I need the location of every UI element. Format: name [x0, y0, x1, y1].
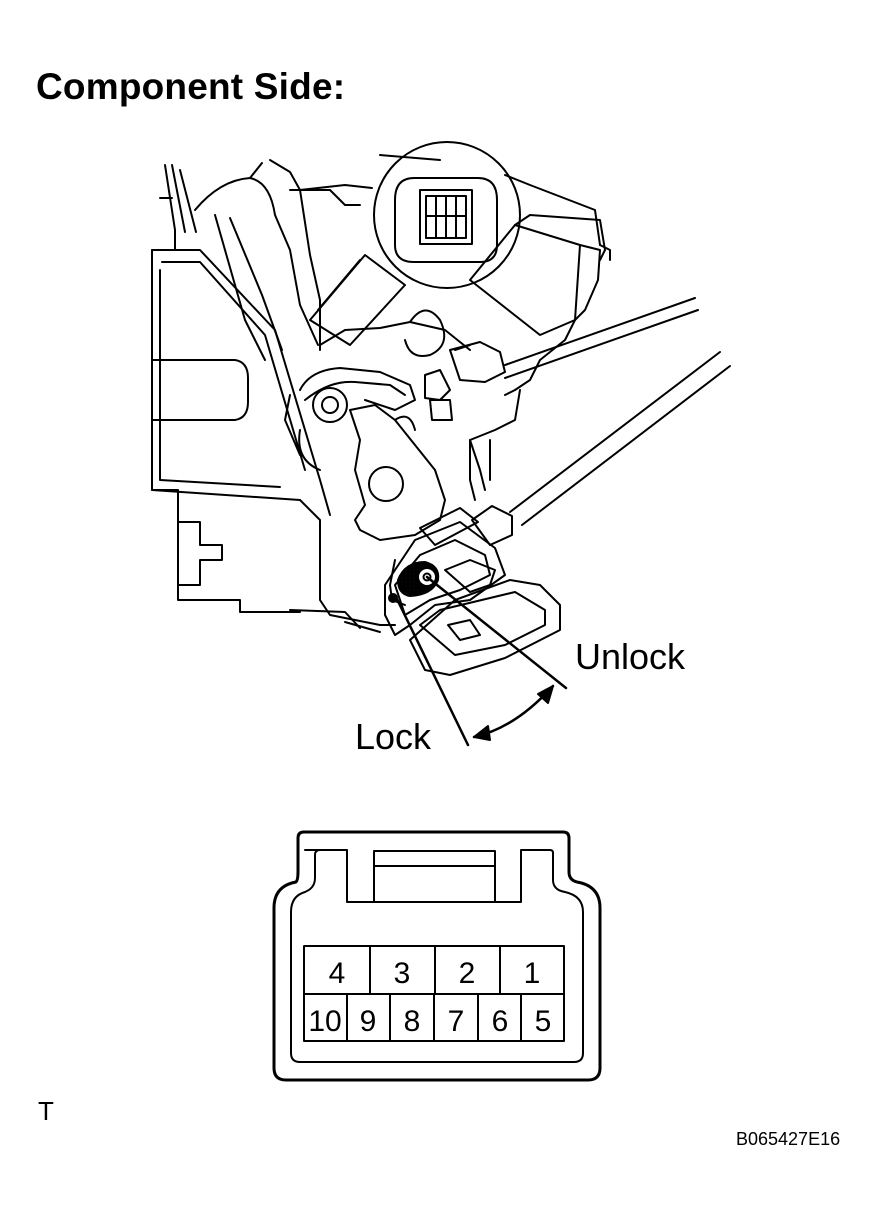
- pin-6: 6: [492, 1005, 509, 1038]
- motor-case: [299, 154, 611, 501]
- corner-mark: T: [38, 1096, 54, 1126]
- connector-pinout: 4 3 2 1 10 9 8 7 6 5: [272, 830, 602, 1082]
- lock-label: Lock: [355, 716, 432, 757]
- pin-9: 9: [360, 1005, 377, 1038]
- figure-code: B065427E16: [736, 1129, 841, 1149]
- lock-housing: [151, 159, 396, 633]
- pin-5: 5: [535, 1005, 552, 1038]
- pin-1: 1: [524, 957, 541, 990]
- pin-10: 10: [308, 1005, 341, 1038]
- cables: [424, 297, 731, 526]
- lock-switch: [384, 505, 561, 676]
- diagram-title: Component Side:: [36, 66, 346, 107]
- rotation-indicator: [393, 575, 568, 747]
- pin-4: 4: [329, 957, 346, 990]
- lock-lever: [284, 367, 446, 541]
- pin-2: 2: [459, 957, 476, 990]
- socket-connector: [373, 141, 521, 289]
- pin-8: 8: [404, 1005, 421, 1038]
- unlock-label: Unlock: [575, 636, 686, 677]
- pin-3: 3: [394, 957, 411, 990]
- pin-7: 7: [448, 1005, 465, 1038]
